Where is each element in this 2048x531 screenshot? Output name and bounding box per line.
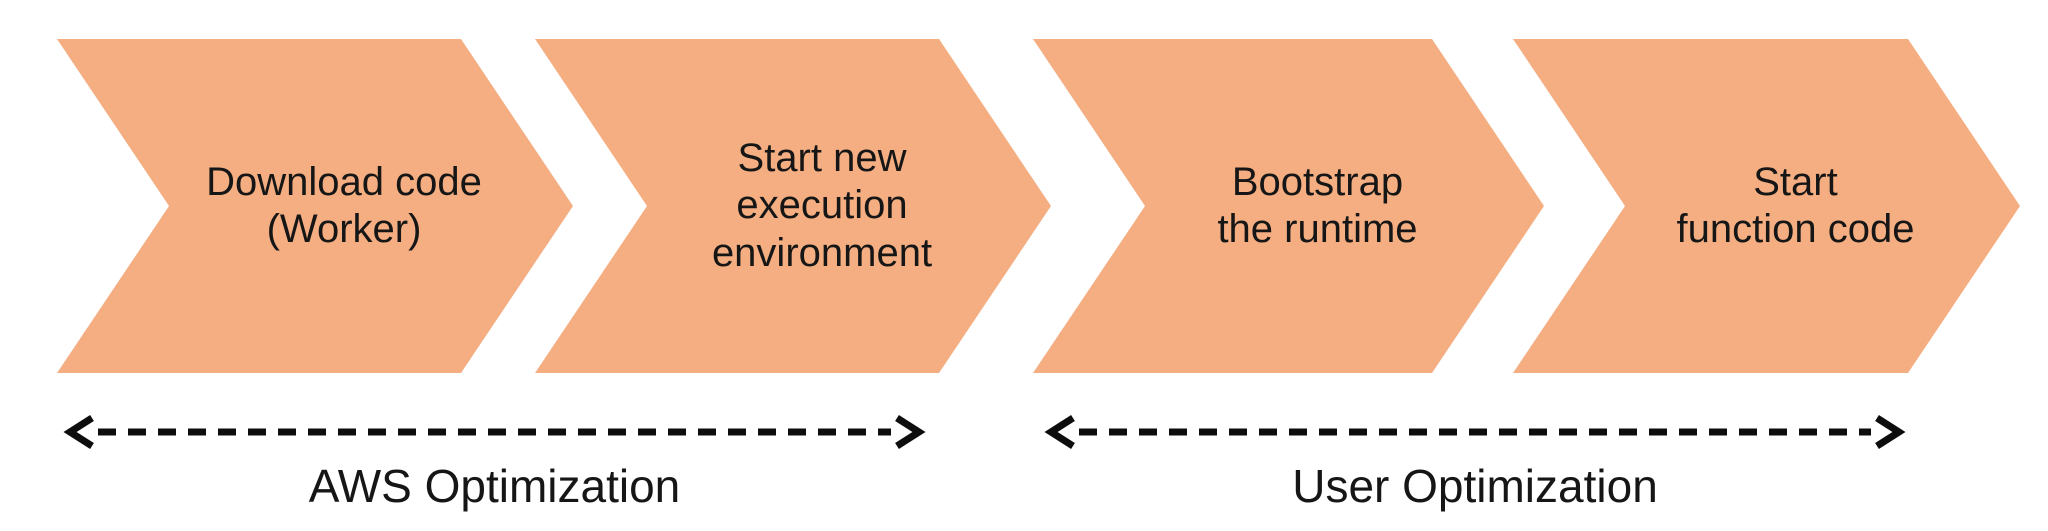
aws-optimization-label: AWS Optimization — [308, 460, 681, 512]
step-start-function-code-chevron: Start function code — [1513, 39, 2020, 373]
aws-optimization-range-arrow — [63, 415, 926, 449]
step-start-new-execution-environment-chevron: Start new execution environment — [535, 39, 1051, 373]
arrowhead-right-icon — [895, 415, 926, 449]
arrowhead-left-icon — [1044, 415, 1075, 449]
user-optimization-range-arrow — [1044, 415, 1906, 449]
step-download-code-chevron: Download code (Worker) — [57, 39, 573, 373]
step-bootstrap-the-runtime-label: Bootstrap the runtime — [1217, 159, 1418, 251]
step-start-new-execution-environment-label: Start new execution environment — [711, 136, 933, 275]
step-bootstrap-the-runtime-chevron: Bootstrap the runtime — [1033, 39, 1544, 373]
user-optimization-label: User Optimization — [1292, 460, 1658, 512]
arrowhead-right-icon — [1875, 415, 1906, 449]
arrowhead-left-icon — [63, 415, 94, 449]
step-start-function-code-label: Start function code — [1676, 159, 1915, 251]
step-download-code-label: Download code (Worker) — [206, 159, 482, 251]
